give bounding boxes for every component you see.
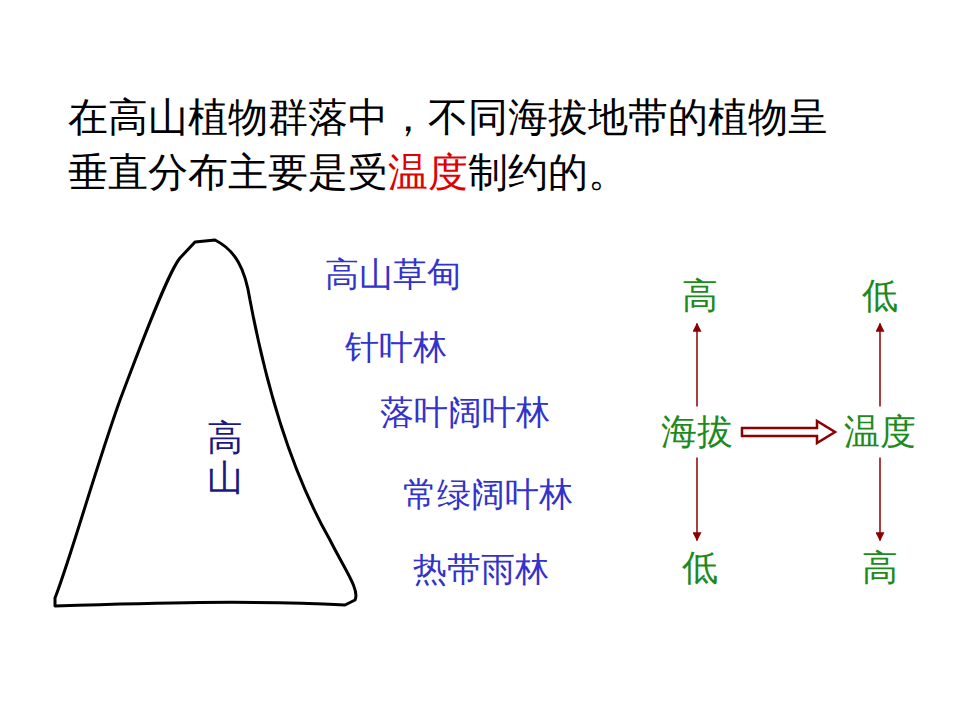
- term-node: 温度: [841, 408, 919, 455]
- mountain-shape: [40, 230, 370, 615]
- term-label: 低: [862, 274, 898, 317]
- zone-label: 热带雨林: [413, 547, 549, 593]
- term-label: 温度: [844, 410, 916, 453]
- title-part: 制约的。: [468, 149, 628, 195]
- term-label: 海拔: [661, 410, 733, 453]
- mountain-outline-path: [55, 240, 356, 606]
- hollow-arrow: [742, 421, 835, 443]
- term-node: 高: [679, 272, 721, 319]
- title-text: 在高山植物群落中，不同海拔地带的植物呈垂直分布主要是受温度制约的。: [68, 90, 848, 200]
- highlight-word: 温度: [388, 149, 468, 195]
- zone-label: 落叶阔叶林: [380, 390, 550, 436]
- term-label: 高: [682, 274, 718, 317]
- arrow-line: [879, 324, 881, 407]
- zone-label: 针叶林: [345, 325, 447, 371]
- mountain-outline: 高山: [40, 230, 370, 615]
- term-node: 低: [859, 272, 901, 319]
- arrow-line: [879, 458, 881, 541]
- zone-label: 常绿阔叶林: [403, 472, 573, 518]
- mountain-label: 高山: [207, 418, 243, 497]
- term-label: 高: [862, 546, 898, 589]
- term-node: 低: [679, 544, 721, 591]
- term-node: 海拔: [658, 408, 736, 455]
- term-node: 高: [859, 544, 901, 591]
- arrow-line: [696, 324, 698, 407]
- zone-label: 高山草甸: [325, 252, 461, 298]
- term-label: 低: [682, 546, 718, 589]
- arrow-line: [696, 458, 698, 541]
